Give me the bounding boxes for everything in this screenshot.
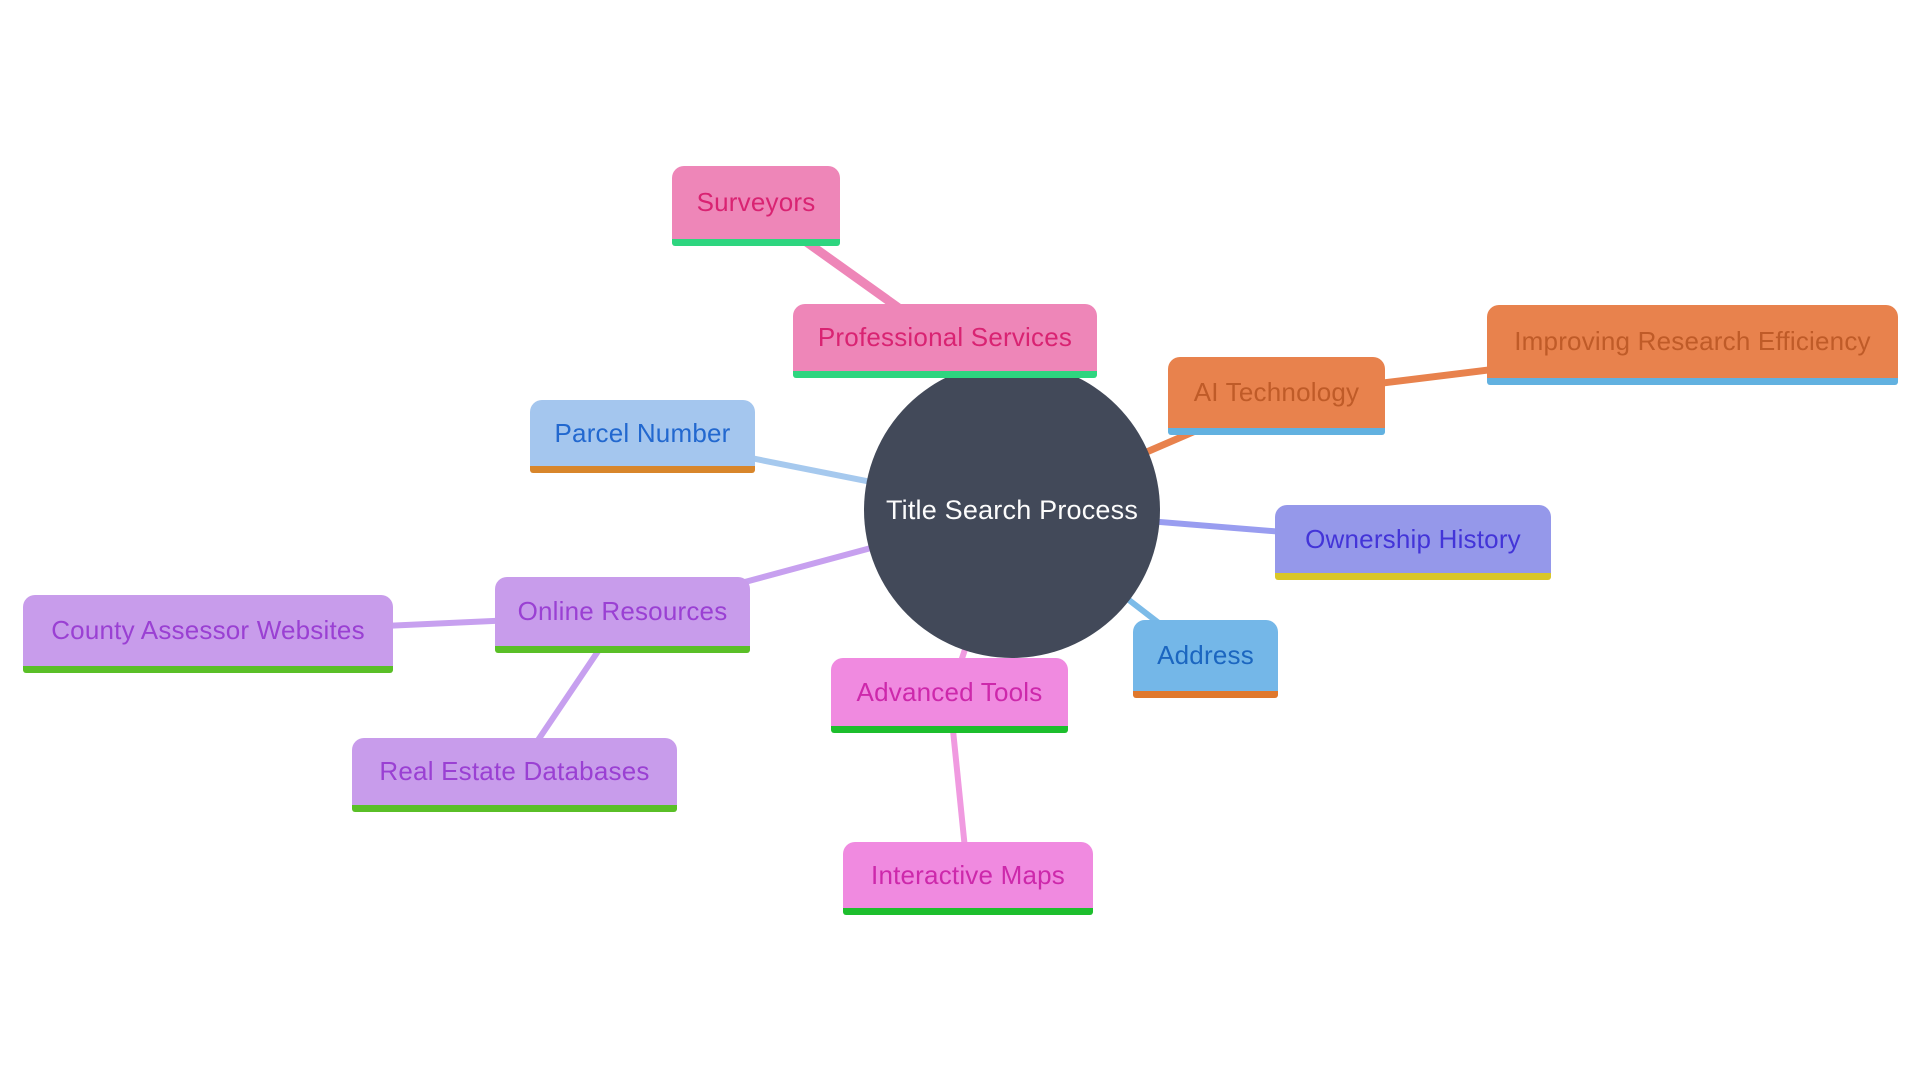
mindmap-node-address[interactable]: Address bbox=[1133, 620, 1278, 698]
central-node-title-search-process[interactable]: Title Search Process bbox=[864, 362, 1160, 658]
mindmap-node-real-estate-databases[interactable]: Real Estate Databases bbox=[352, 738, 677, 812]
mindmap-node-online-resources[interactable]: Online Resources bbox=[495, 577, 750, 653]
mindmap-node-surveyors[interactable]: Surveyors bbox=[672, 166, 840, 246]
mindmap-node-improving-research-efficiency[interactable]: Improving Research Efficiency bbox=[1487, 305, 1898, 385]
mindmap-node-parcel-number[interactable]: Parcel Number bbox=[530, 400, 755, 473]
mindmap-node-interactive-maps[interactable]: Interactive Maps bbox=[843, 842, 1093, 915]
mindmap-node-advanced-tools[interactable]: Advanced Tools bbox=[831, 658, 1068, 733]
mindmap-node-ownership-history[interactable]: Ownership History bbox=[1275, 505, 1551, 580]
mindmap-node-professional-services[interactable]: Professional Services bbox=[793, 304, 1097, 378]
mindmap-node-ai-technology[interactable]: AI Technology bbox=[1168, 357, 1385, 435]
mindmap-node-county-assessor-websites[interactable]: County Assessor Websites bbox=[23, 595, 393, 673]
